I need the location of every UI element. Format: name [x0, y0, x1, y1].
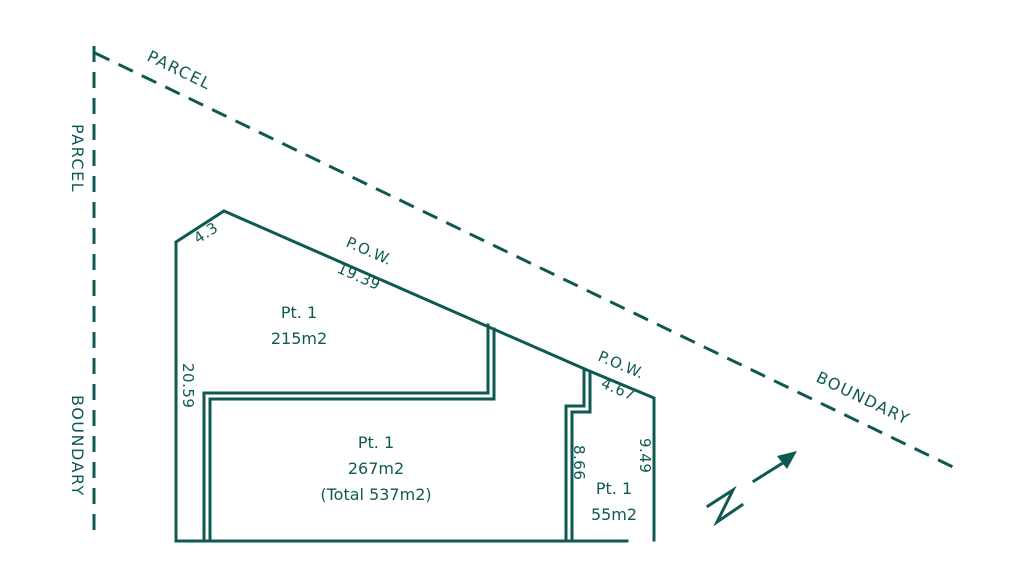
north-arrow-shaft — [751, 458, 789, 484]
part-3-name: Pt. 1 — [596, 479, 632, 498]
right-building-wall-inner — [570, 371, 592, 542]
north-letter-n — [705, 485, 745, 527]
part-1-name: Pt. 1 — [281, 303, 317, 322]
left-parcel-label: PARCEL — [68, 124, 87, 193]
part-1-area: 215m2 — [271, 329, 327, 348]
top-parcel-label: PARCEL — [144, 46, 214, 93]
part-2-area: 267m2 — [348, 459, 404, 478]
west-side-dimension: 20.59 — [179, 363, 197, 408]
right-building-wall-outer — [564, 367, 586, 542]
building-wall-inner — [208, 327, 496, 542]
north-arrow-icon — [705, 451, 797, 527]
top-boundary-label: BOUNDARY — [813, 367, 913, 428]
row-upper-length: 19.39 — [334, 259, 383, 294]
corner-cut-dimension: 4.3 — [190, 218, 221, 247]
part-2-name: Pt. 1 — [358, 433, 394, 452]
inner-wall-dimension: 8.66 — [570, 445, 588, 480]
building-wall-outer — [202, 323, 490, 542]
part-2-total: (Total 537m2) — [320, 485, 431, 504]
north-arrow-head — [777, 451, 797, 469]
left-boundary-label: BOUNDARY — [68, 395, 87, 497]
east-side-dimension: 9.49 — [636, 438, 654, 473]
top-parcel-boundary — [94, 51, 956, 470]
part-3-area: 55m2 — [591, 505, 637, 524]
lot-outline — [174, 209, 656, 542]
